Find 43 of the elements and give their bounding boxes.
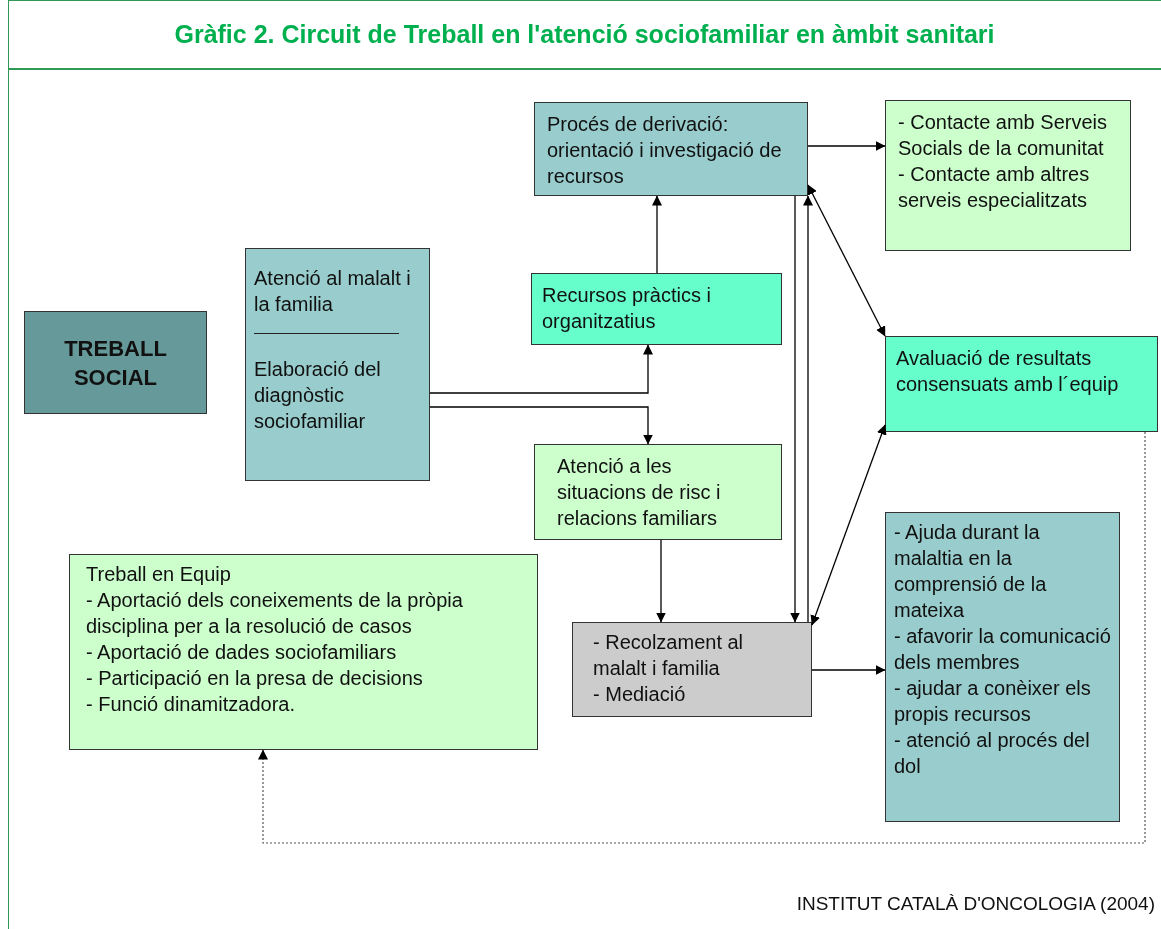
box-text: TREBALL SOCIAL [63, 334, 168, 392]
process-box [534, 102, 808, 196]
arrow [429, 406, 653, 445]
box-text: - afavorir la comunicació dels membres [894, 624, 1111, 675]
box-text: - Contacte amb Serveis Socials de la comunitat [898, 110, 1108, 161]
box-text: - Participació en la presa de decisions [86, 666, 424, 691]
arrow [810, 424, 887, 626]
box-text: Recursos pràctics i organitzatius [542, 283, 712, 334]
box-text: Atenció a les situacions de risc i relacions familiars [557, 454, 722, 531]
box-text: - Aportació de dades sociofamiliars [86, 640, 398, 665]
dotted-arrow [258, 431, 1146, 844]
process-box [531, 273, 782, 345]
box-text: - Mediació [593, 682, 687, 707]
box-text: - atenció al procés del dol [894, 728, 1091, 779]
box-text: Elaboració del diagnòstic sociofamiliar [254, 357, 382, 434]
diagram-title: Gràfic 2. Circuit de Treball en l'atenció sociofamiliar en àmbit sanitari [174, 19, 995, 49]
arrow [811, 665, 886, 675]
process-box [885, 512, 1120, 822]
arrow [429, 344, 653, 394]
box-text: - Recolzament al malalt i familia [593, 630, 745, 681]
box-text: - Funció dinamitzadora. [86, 692, 296, 717]
box-text: Procés de derivació: orientació i investigació de recursos [547, 112, 783, 189]
process-box [534, 444, 782, 540]
box-text: Atenció al malalt i la familia [254, 266, 412, 317]
box-text: - ajudar a conèixer els propis recursos [894, 676, 1092, 727]
box-text: Treball en Equip [86, 562, 232, 587]
box-text: Avaluació de resultats consensuats amb l´equip [896, 346, 1120, 397]
process-box [245, 248, 430, 481]
arrow [652, 195, 662, 274]
process-box [885, 336, 1158, 432]
box-text: - Contacte amb altres serveis especialitzats [898, 162, 1091, 213]
arrow [656, 539, 666, 623]
process-box [572, 622, 812, 717]
arrow [807, 141, 886, 151]
arrow [790, 195, 800, 623]
arrow [803, 195, 813, 623]
process-box [69, 554, 538, 750]
box-text: - Ajuda durant la malaltia en la comprensió de la mateixa [894, 520, 1048, 623]
source-caption: INSTITUT CATALÀ D'ONCOLOGIA (2004) [796, 893, 1155, 915]
process-box [24, 311, 207, 414]
box-text: - Aportació dels coneixements de la pròpia disciplina per a la resolució de casos [86, 588, 464, 639]
arrow [807, 184, 886, 337]
process-box [885, 100, 1131, 251]
